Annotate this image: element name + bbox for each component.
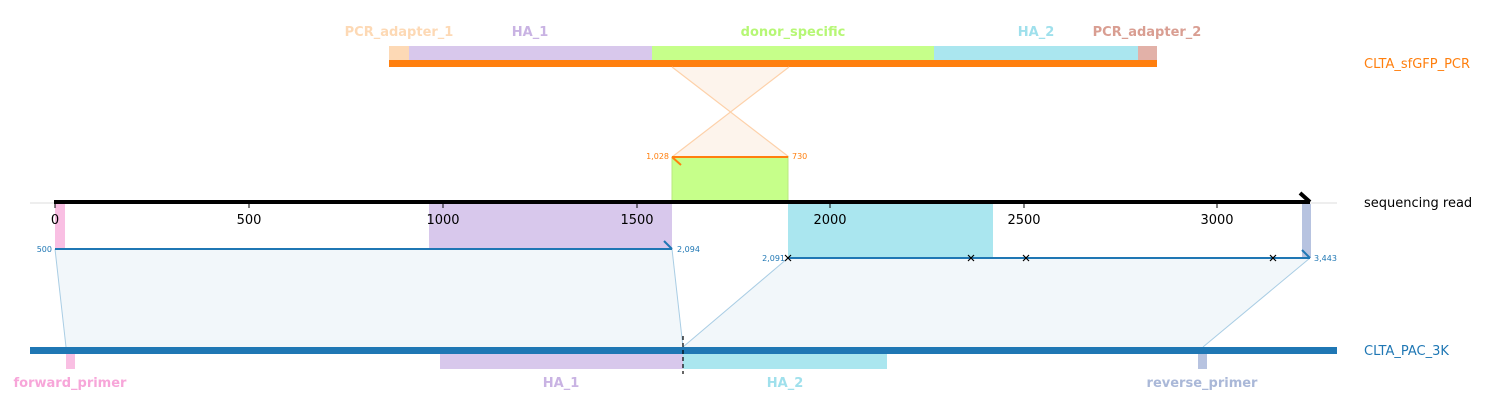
reference-track: forward_primer HA_1 HA_2 reverse_primer …	[14, 336, 1449, 391]
mismatch-markers	[784, 254, 1277, 262]
connector-line	[682, 257, 789, 348]
tick-label: 0	[51, 213, 59, 228]
read-name: sequencing read	[1364, 196, 1472, 211]
pcr-feature-ha-1	[409, 46, 652, 62]
alignment-2-end-label: 3,443	[1314, 254, 1337, 263]
alignment-1-start-label: 500	[37, 245, 52, 254]
read-feature-forward-primer	[55, 204, 65, 249]
read-feature-ha-2	[788, 204, 993, 258]
pcr-alignment-start-label: 1,028	[646, 152, 669, 161]
mismatch-x-icon	[1022, 254, 1030, 262]
connector-line	[54, 248, 67, 348]
pcr-alignment-end-label: 730	[792, 152, 807, 161]
connector-line	[671, 66, 790, 158]
pcr-label-donor-specific: donor_specific	[741, 25, 846, 40]
mismatch-x-icon	[967, 254, 975, 262]
read-feature-reverse-primer	[1302, 204, 1311, 258]
pcr-label-ha-2: HA_2	[1018, 25, 1055, 40]
ref-feature-forward-primer	[66, 347, 75, 369]
tick-label: 2500	[1007, 213, 1040, 228]
pcr-feature-pcr-adapter-1	[389, 46, 409, 62]
read-alignment-2: 2,091 3,443	[762, 249, 1337, 263]
pcr-label-pcr-adapter-1: PCR_adapter_1	[345, 25, 454, 40]
ref-label-ha-1: HA_1	[543, 376, 580, 391]
pcr-product-name: CLTA_sfGFP_PCR	[1364, 57, 1470, 72]
tick-label: 1000	[426, 213, 459, 228]
donor-specific-region-on-read	[671, 156, 789, 203]
alignment-2-highlight	[683, 258, 1310, 347]
pcr-feature-ha-2	[934, 46, 1138, 62]
pcr-product-track: PCR_adapter_1 HA_1 donor_specific HA_2 P…	[345, 25, 1470, 72]
mismatch-x-icon	[784, 254, 792, 262]
tick-label: 3000	[1200, 213, 1233, 228]
read-alignment-1: 500 2,094	[37, 240, 700, 254]
read-direction-arrow-icon	[1298, 191, 1312, 204]
read-feature-ha-1	[429, 204, 672, 249]
pcr-feature-donor-specific	[652, 46, 934, 62]
reference-name: CLTA_PAC_3K	[1364, 344, 1449, 359]
ref-feature-reverse-primer	[1198, 347, 1207, 369]
read-ticks: 0 500 1000 1500 2000 2500 3000	[51, 203, 1234, 228]
alignment-2-start-label: 2,091	[762, 254, 785, 263]
ref-label-ha-2: HA_2	[767, 376, 804, 391]
pcr-alignment-connector	[671, 66, 790, 158]
pcr-alignment-on-read: 1,028 730	[646, 152, 807, 203]
pcr-label-ha-1: HA_1	[512, 25, 549, 40]
tick-label: 1500	[620, 213, 653, 228]
pcr-alignment-arrow-icon	[671, 156, 682, 166]
reference-alignment-connectors	[54, 248, 1311, 348]
connector-line	[1202, 257, 1311, 348]
tick-label: 2000	[813, 213, 846, 228]
connector-line	[671, 248, 684, 348]
ref-label-forward-primer: forward_primer	[14, 376, 128, 391]
mismatch-x-icon	[1269, 254, 1277, 262]
pcr-label-pcr-adapter-2: PCR_adapter_2	[1093, 25, 1202, 40]
read-track: 0 500 1000 1500 2000 2500 3000 sequencin…	[30, 191, 1472, 258]
alignment-1-end-label: 2,094	[677, 245, 700, 254]
pcr-feature-pcr-adapter-2	[1138, 46, 1157, 62]
alignment-2-arrow-icon	[1301, 249, 1311, 259]
tick-label: 500	[237, 213, 262, 228]
alignment-1-arrow-icon	[663, 240, 673, 250]
alignment-1-highlight	[55, 249, 683, 347]
pcr-alignment-highlight	[672, 67, 789, 112]
pcr-product-bar	[389, 60, 1157, 67]
ref-label-reverse-primer: reverse_primer	[1147, 376, 1259, 391]
pcr-alignment-highlight-lower	[672, 112, 789, 157]
